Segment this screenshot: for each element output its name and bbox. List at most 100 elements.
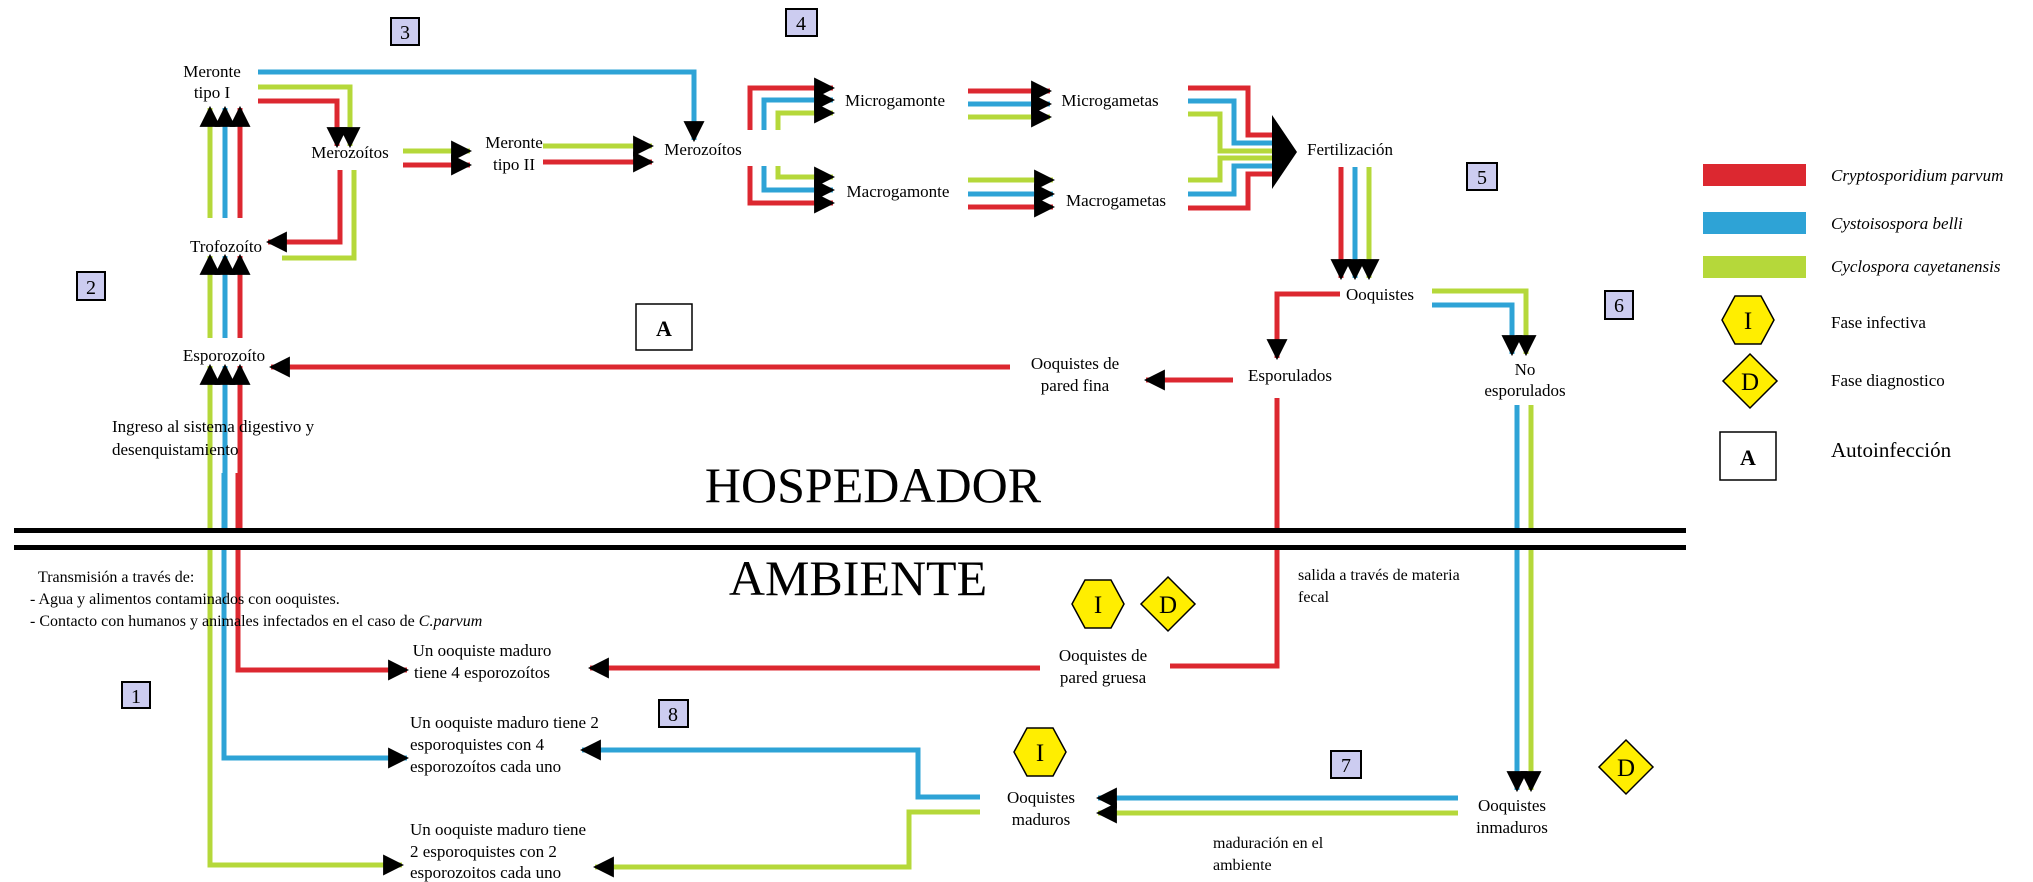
diagnostic-diamond-label-2: D	[1617, 755, 1635, 782]
flow-blue-micg-fert	[1188, 98, 1272, 146]
flow-blue-macg-fert	[1188, 163, 1272, 197]
node-trofozoito: Trofozoíto	[190, 237, 262, 256]
node-maduro-caye-l2: 2 esporoquistes con 2	[410, 842, 557, 861]
flow-blue-mz2-micro	[761, 89, 836, 130]
flow-red-ooq-esp	[1266, 291, 1340, 361]
note-salida-l1: salida a través de materia	[1298, 567, 1460, 584]
flow-red-mz-tro	[265, 170, 343, 253]
legend-infective-hexagon-label: I	[1744, 308, 1752, 335]
infective-hexagon-label-2: I	[1036, 740, 1044, 767]
diagnostic-diamond-label: D	[1159, 592, 1177, 619]
node-maduro-caye-l1: Un ooquiste maduro tiene	[410, 820, 586, 839]
flow-blue-ooq-noesp	[1432, 302, 1523, 357]
note-transmision-2: - Contacto con humanos y animales infect…	[30, 613, 482, 630]
flow-green-mz2-macro	[775, 166, 836, 188]
infective-hexagon-icon: I	[1071, 579, 1125, 629]
legend: Cryptosporidium parvum Cystoisospora bel…	[1703, 164, 2003, 481]
node-maduro-4-l2: tiene 4 esporozoítos	[414, 663, 550, 682]
flow-green-mer-mz	[258, 84, 361, 149]
diagnostic-diamond-icon-2: D	[1597, 738, 1655, 796]
note-maduracion-l1: maduración en el	[1213, 835, 1324, 852]
flow-blue-mer-mz2	[258, 69, 705, 143]
node-meronte-2-l2: tipo II	[493, 155, 535, 174]
step-box-3: 3	[390, 17, 420, 46]
step-box-8: 8	[658, 699, 689, 728]
flow-red-mz2-micro	[747, 77, 836, 130]
node-ooquistes-maduros-l1: Ooquistes	[1007, 788, 1075, 807]
step-box-7: 7	[1330, 750, 1362, 779]
node-no-esporulados-l1: No	[1515, 360, 1536, 379]
flow-green-mad-caye	[592, 809, 980, 878]
step-label-8: 8	[668, 704, 678, 726]
flow-green-micg-fert	[1188, 111, 1272, 154]
infective-hexagon-label: I	[1094, 592, 1102, 619]
node-macrogamonte: Macrogamonte	[847, 182, 950, 201]
autoinfection-box-label: A	[656, 316, 672, 341]
note-transmision-2-text: - Contacto con humanos y animales infect…	[30, 613, 419, 630]
node-merozoitos-2: Merozoítos	[664, 140, 741, 159]
zone-environment-label: AMBIENTE	[729, 550, 987, 606]
legend-autoinfection-box-label: A	[1740, 445, 1756, 470]
flow-blue-mad-belli	[579, 739, 980, 800]
flow-green-macg-fert	[1188, 155, 1272, 183]
node-maduro-belli-l1: Un ooquiste maduro tiene 2	[410, 713, 599, 732]
legend-label-c-belli: Cystoisospora belli	[1831, 214, 1963, 233]
node-macrogametas: Macrogametas	[1066, 191, 1166, 210]
node-ooquistes-inmaduros-l2: inmaduros	[1476, 818, 1548, 837]
flow-green-ooq-noesp	[1432, 288, 1537, 357]
node-merozoitos-1: Merozoítos	[311, 143, 388, 162]
note-transmision-2-species: C.parvum	[419, 613, 483, 630]
legend-label-c-parvum: Cryptosporidium parvum	[1831, 166, 2003, 185]
node-maduro-belli-l3: esporozoítos cada uno	[410, 757, 561, 776]
node-meronte-1-l1: Meronte	[183, 62, 241, 81]
step-label-4: 4	[796, 13, 806, 35]
legend-diagnostic-diamond-label: D	[1741, 369, 1759, 396]
legend-label-c-cayetanensis: Cyclospora cayetanensis	[1831, 257, 2001, 276]
node-ooquistes-inmaduros-l1: Ooquistes	[1478, 796, 1546, 815]
legend-swatch-c-belli	[1703, 212, 1806, 234]
node-fertilizacion: Fertilización	[1307, 140, 1393, 159]
node-pared-gruesa-l2: pared gruesa	[1060, 668, 1147, 687]
node-pared-fina-l1: Ooquistes de	[1031, 354, 1119, 373]
step-label-6: 6	[1614, 295, 1624, 317]
step-box-2: 2	[76, 271, 106, 301]
legend-autoinfection-label: Autoinfección	[1831, 438, 1952, 462]
node-maduro-belli-l2: esporoquistes con 4	[410, 735, 545, 754]
legend-autoinfection-box	[1719, 431, 1777, 481]
note-ingreso-l2: desenquistamiento	[112, 440, 239, 459]
node-maduro-4-l1: Un ooquiste maduro	[413, 641, 552, 660]
node-no-esporulados-l2: esporulados	[1484, 381, 1565, 400]
node-microgamonte: Microgamonte	[845, 91, 945, 110]
flow-red-micg-fert	[1188, 85, 1272, 138]
flow-red-mer-mz	[258, 98, 348, 149]
step-label-2: 2	[86, 277, 96, 299]
step-box-5: 5	[1466, 162, 1498, 191]
node-pared-gruesa-l1: Ooquistes de	[1059, 646, 1147, 665]
step-box-6: 6	[1604, 290, 1634, 320]
legend-swatch-c-cayetanensis	[1703, 256, 1806, 278]
step-label-3: 3	[400, 22, 410, 44]
flow-red-esp-gruesa	[1170, 398, 1280, 669]
flow-green-mz-tro	[282, 170, 357, 261]
infective-hexagon-icon-2: I	[1013, 727, 1067, 777]
boundary-line	[14, 528, 1686, 550]
node-esporulados: Esporulados	[1248, 366, 1332, 385]
note-transmision-1: - Agua y alimentos contaminados con ooqu…	[30, 591, 340, 608]
autoinfection-box: A	[635, 303, 693, 351]
note-maduracion-l2: ambiente	[1213, 857, 1272, 874]
node-esporozoito: Esporozoíto	[183, 346, 265, 365]
step-label-7: 7	[1341, 755, 1351, 777]
node-meronte-1-l2: tipo I	[194, 83, 231, 102]
flow-green-entry	[207, 473, 405, 876]
legend-swatch-c-parvum	[1703, 164, 1806, 186]
diagnostic-diamond-icon: D	[1139, 575, 1197, 633]
flow-red-entry	[235, 473, 410, 681]
flow-red-macg-fert	[1188, 171, 1272, 211]
note-transmision-title: Transmisión a través de:	[38, 569, 194, 586]
legend-infective-hexagon-icon: I	[1721, 295, 1775, 345]
legend-infective-label: Fase infectiva	[1831, 313, 1926, 332]
step-box-4: 4	[785, 8, 818, 37]
flow-green-mz2-micro	[775, 102, 836, 130]
flow-red-mz2-macro	[747, 166, 836, 214]
